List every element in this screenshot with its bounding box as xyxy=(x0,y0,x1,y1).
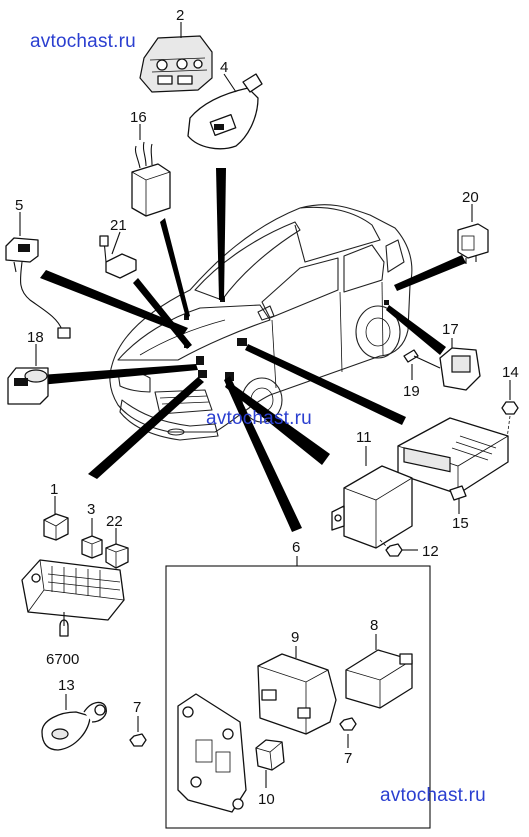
callout-16: 16 xyxy=(130,109,147,126)
callout-3: 3 xyxy=(87,501,95,518)
callout-5: 5 xyxy=(15,197,23,214)
callout-15: 15 xyxy=(452,515,469,532)
watermark-middle: avtochast.ru xyxy=(206,408,312,429)
part-4-mirror-cover xyxy=(187,73,263,150)
part-9-module xyxy=(257,646,337,735)
part-18-module xyxy=(7,344,49,405)
part-20-sensor xyxy=(457,204,489,264)
part-12-nut xyxy=(379,539,418,557)
part-6700-junction-box xyxy=(21,559,125,637)
callout-17: 17 xyxy=(442,321,459,338)
part-7-nut-left xyxy=(129,716,147,747)
part-21-sensor xyxy=(99,231,137,279)
callout-11: 11 xyxy=(356,429,372,446)
callout-1: 1 xyxy=(50,481,58,498)
part-2-overhead-console xyxy=(139,22,213,93)
wedge-15 xyxy=(245,344,406,425)
wedge-11 xyxy=(225,381,330,465)
wedge-6 xyxy=(224,376,302,532)
part-5-switch xyxy=(5,212,71,339)
callout-19: 19 xyxy=(403,383,420,400)
part-11-module xyxy=(331,446,413,549)
watermark-bottom: avtochast.ru xyxy=(380,785,486,806)
wedge-17 xyxy=(386,305,446,355)
callout-labels: 2 4 16 21 5 18 20 17 19 14 11 15 12 6 1 … xyxy=(15,7,519,808)
part-3-relay xyxy=(81,518,103,559)
callout-18: 18 xyxy=(27,329,44,346)
part-bracket-plate xyxy=(177,693,247,813)
wedge-5 xyxy=(40,270,188,334)
leader-wedges xyxy=(40,168,466,532)
part-1-relay xyxy=(43,496,69,541)
wedge-1 xyxy=(88,377,204,479)
part-22-relay xyxy=(105,528,129,569)
callout-7-right: 7 xyxy=(344,750,352,767)
part-15-control-unit xyxy=(397,417,509,514)
callout-6700: 6700 xyxy=(46,651,79,668)
callout-4: 4 xyxy=(220,59,228,76)
callout-7-left: 7 xyxy=(133,699,141,716)
wedge-16 xyxy=(160,218,190,318)
callout-2: 2 xyxy=(176,7,184,24)
part-8-module xyxy=(345,634,413,709)
callout-14: 14 xyxy=(502,364,519,381)
part-10-relay xyxy=(255,739,285,788)
callout-10: 10 xyxy=(258,791,275,808)
detail-box-6 xyxy=(165,556,431,829)
callout-20: 20 xyxy=(462,189,479,206)
callout-9: 9 xyxy=(291,629,299,646)
callout-21: 21 xyxy=(110,217,127,234)
watermark-top: avtochast.ru xyxy=(30,31,136,52)
callout-6: 6 xyxy=(292,539,300,556)
callout-8: 8 xyxy=(370,617,378,634)
part-7-nut-right xyxy=(339,717,357,748)
part-13-key-fob xyxy=(41,694,107,751)
part-17-buzzer xyxy=(439,338,481,391)
wedge-21 xyxy=(133,278,192,349)
wedge-20 xyxy=(394,255,466,291)
callout-13: 13 xyxy=(58,677,75,694)
part-19-bolt xyxy=(403,349,441,380)
callout-22: 22 xyxy=(106,513,123,530)
wedge-4 xyxy=(216,168,226,300)
callout-12: 12 xyxy=(422,543,439,560)
part-16-relay xyxy=(131,124,171,217)
wedge-18 xyxy=(40,364,198,385)
